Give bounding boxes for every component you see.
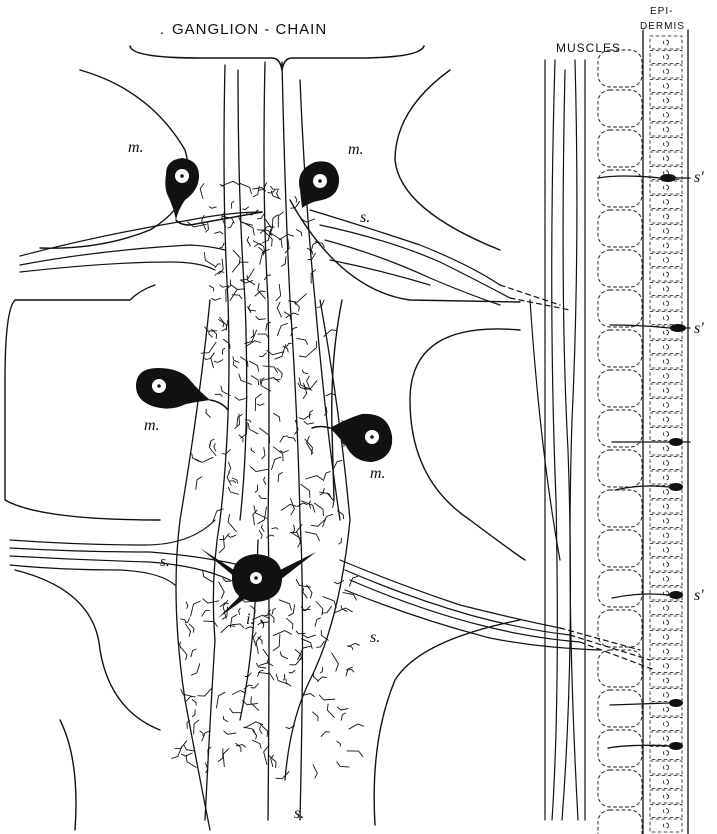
epidermis-label-1: EPI- xyxy=(650,6,673,17)
sensory-cell xyxy=(669,591,683,599)
label-s-prime-1: s' xyxy=(694,169,704,186)
ganglion-chain-brace xyxy=(130,46,424,70)
motor-neuron-top-right xyxy=(299,161,339,208)
motor-neuron-mid-right xyxy=(312,414,392,462)
muscles-label: MUSCLES xyxy=(556,41,621,55)
label-s-upper: s. xyxy=(360,209,370,226)
sensory-cells xyxy=(598,174,690,750)
label-s-lower: s. xyxy=(370,629,380,646)
label-s-left: s. xyxy=(160,554,170,570)
label-m-mid-left: m. xyxy=(144,417,160,434)
label-s-bottom: s. xyxy=(294,805,304,822)
left-nerves xyxy=(10,212,262,585)
label-s-prime-2: s' xyxy=(694,320,704,337)
motor-neuron-top-left xyxy=(165,158,262,225)
label-m-top-left: m. xyxy=(128,139,144,156)
motor-neuron-mid-left xyxy=(136,368,228,410)
epidermis-column xyxy=(598,30,688,834)
label-m-mid-right: m. xyxy=(370,465,386,482)
label-s-prime-3: s' xyxy=(694,587,704,604)
connective-outlines xyxy=(5,70,525,830)
label-m-top-right: m. xyxy=(348,141,364,158)
sensory-cell xyxy=(669,483,683,491)
title-dot: . xyxy=(160,21,165,38)
right-nerves-dashed xyxy=(500,285,655,670)
ganglion-chain-title: GANGLION - CHAIN xyxy=(172,21,327,38)
muscle-fibres xyxy=(530,60,585,820)
label-i: i. xyxy=(246,611,254,628)
sensory-cell xyxy=(669,742,683,750)
epidermis-label-2: DERMIS xyxy=(640,21,685,32)
sensory-cell xyxy=(669,699,683,707)
